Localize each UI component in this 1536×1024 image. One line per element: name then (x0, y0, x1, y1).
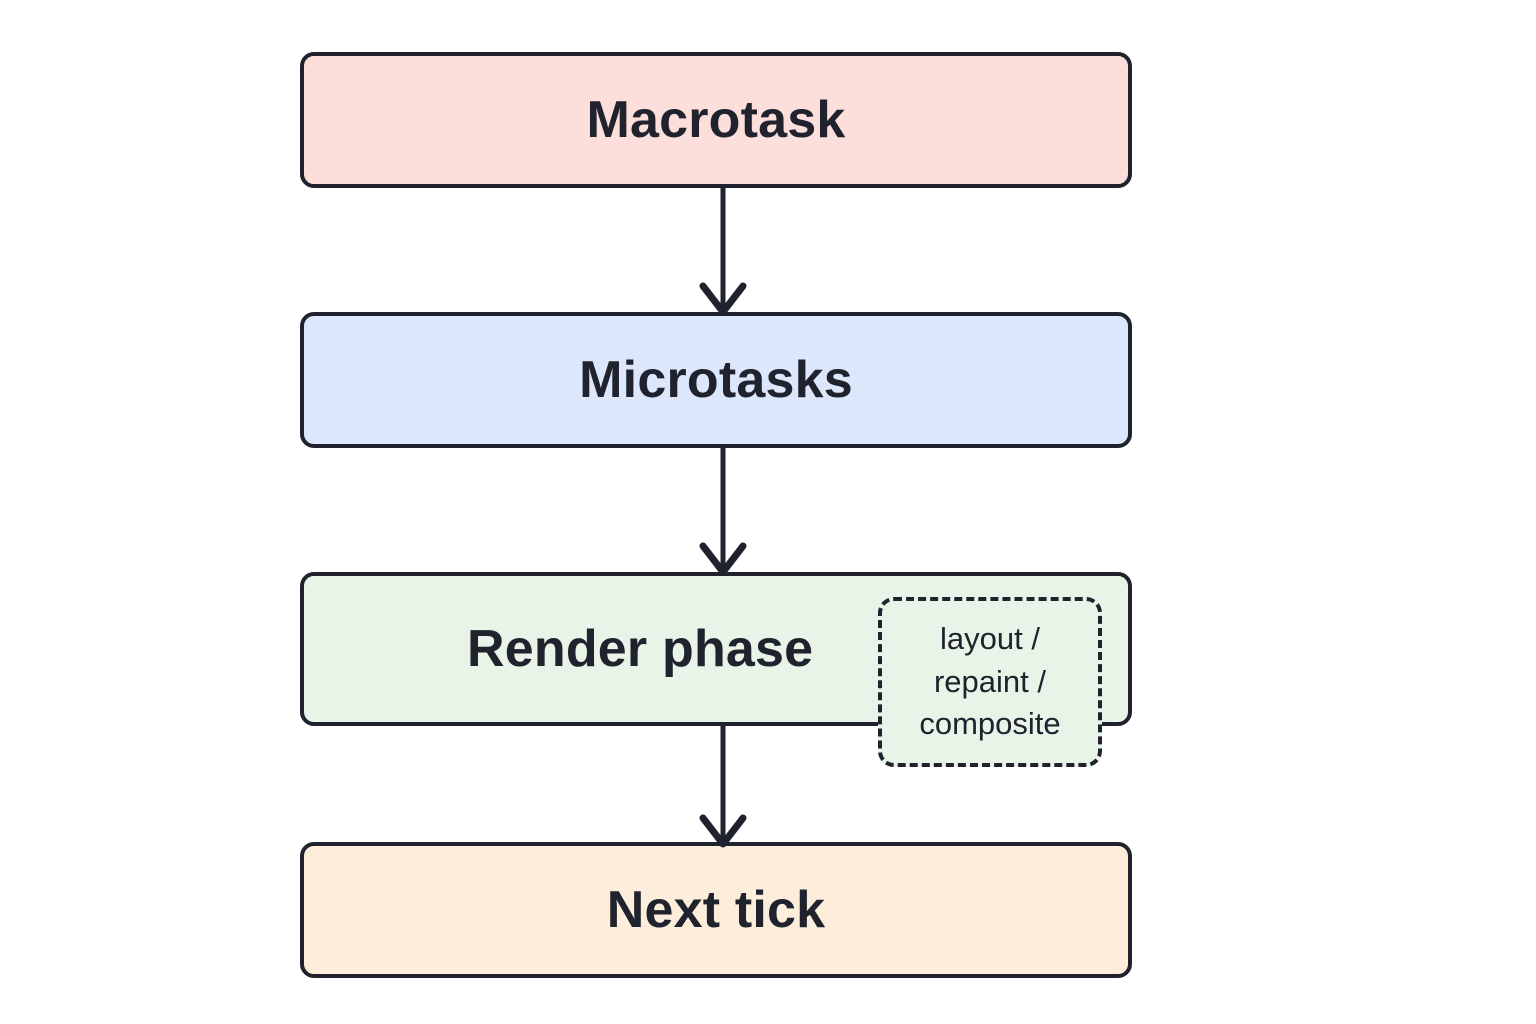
node-next-tick[interactable]: Next tick (300, 842, 1132, 978)
node-microtasks[interactable]: Microtasks (300, 312, 1132, 448)
node-microtasks-label: Microtasks (579, 351, 853, 409)
annotation-line-repaint: repaint / (933, 663, 1046, 699)
node-next-tick-label: Next tick (606, 881, 826, 939)
node-render-phase-label: Render phase (467, 620, 814, 678)
edge-macrotask-to-microtasks (699, 186, 747, 316)
annotation-line-layout: layout / (940, 620, 1040, 656)
edge-render-phase-to-next-tick (699, 722, 747, 848)
edge-microtasks-to-render-phase (699, 446, 747, 576)
node-macrotask[interactable]: Macrotask (300, 52, 1132, 188)
node-macrotask-label: Macrotask (586, 91, 846, 149)
annotation-render-steps[interactable]: layout / repaint / composite (878, 597, 1102, 767)
annotation-line-composite: composite (919, 706, 1061, 742)
